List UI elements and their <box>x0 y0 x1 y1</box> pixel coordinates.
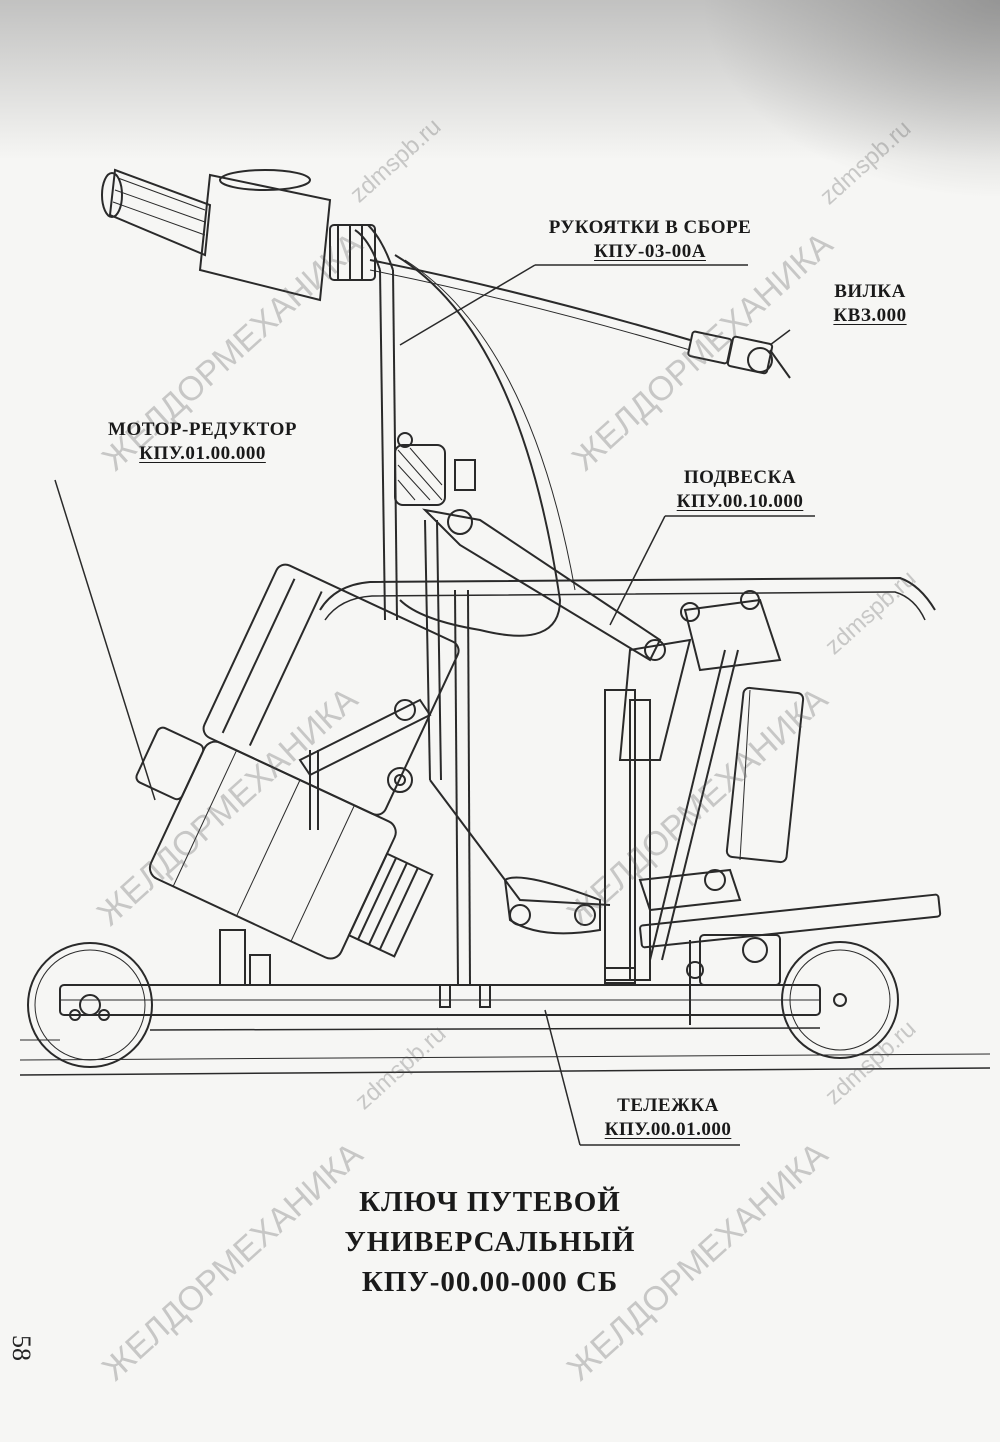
drawing-title: КЛЮЧ ПУТЕВОЙ УНИВЕРСАЛЬНЫЙ КПУ-00.00-000… <box>300 1182 680 1302</box>
motor-support <box>219 929 246 986</box>
page-number: 58 <box>7 1335 36 1361</box>
trolley-bolts <box>439 967 636 1008</box>
label-motor-code: КПУ.01.00.000 <box>139 443 266 464</box>
label-handles-name: РУКОЯТКИ В СБОРЕ <box>548 217 752 238</box>
handle-assembly <box>101 168 691 637</box>
clamp-block <box>394 432 476 506</box>
rail-lines <box>19 1039 991 1076</box>
linkage <box>298 508 662 935</box>
label-trolley-code: КПУ.00.01.000 <box>604 1119 732 1140</box>
label-suspension-code: КПУ.00.10.000 <box>676 491 804 512</box>
label-plug-name: ВИЛКА <box>834 281 906 302</box>
label-trolley: ТЕЛЕЖКА КПУ.00.01.000 <box>578 1094 758 1142</box>
motor-reducer <box>135 563 460 960</box>
leader-lines <box>54 264 815 1146</box>
vertical-post <box>354 224 471 986</box>
wheel-right <box>781 941 899 1059</box>
label-handles-code: КПУ-03-00А <box>594 241 706 262</box>
title-line-1: КЛЮЧ ПУТЕВОЙ <box>359 1186 621 1218</box>
wheel-left <box>27 942 153 1068</box>
title-line-3: КПУ-00.00-000 СБ <box>361 1266 619 1298</box>
label-suspension-name: ПОДВЕСКА <box>683 467 797 488</box>
label-motor-name: МОТОР-РЕДУКТОР <box>108 419 297 440</box>
label-handles: РУКОЯТКИ В СБОРЕ КПУ-03-00А <box>520 216 780 264</box>
label-suspension: ПОДВЕСКА КПУ.00.10.000 <box>650 466 830 514</box>
label-plug: ВИЛКА КВЗ.000 <box>800 280 940 328</box>
handrail <box>319 576 936 621</box>
trolley-frame <box>59 893 942 1031</box>
label-motor: МОТОР-РЕДУКТОР КПУ.01.00.000 <box>85 418 320 466</box>
title-line-2: УНИВЕРСАЛЬНЫЙ <box>344 1226 636 1258</box>
label-plug-code: КВЗ.000 <box>833 305 907 326</box>
scan-shadow-corner <box>700 0 1000 200</box>
suspension <box>604 590 805 1025</box>
plug <box>687 330 791 379</box>
label-trolley-name: ТЕЛЕЖКА <box>617 1095 719 1116</box>
